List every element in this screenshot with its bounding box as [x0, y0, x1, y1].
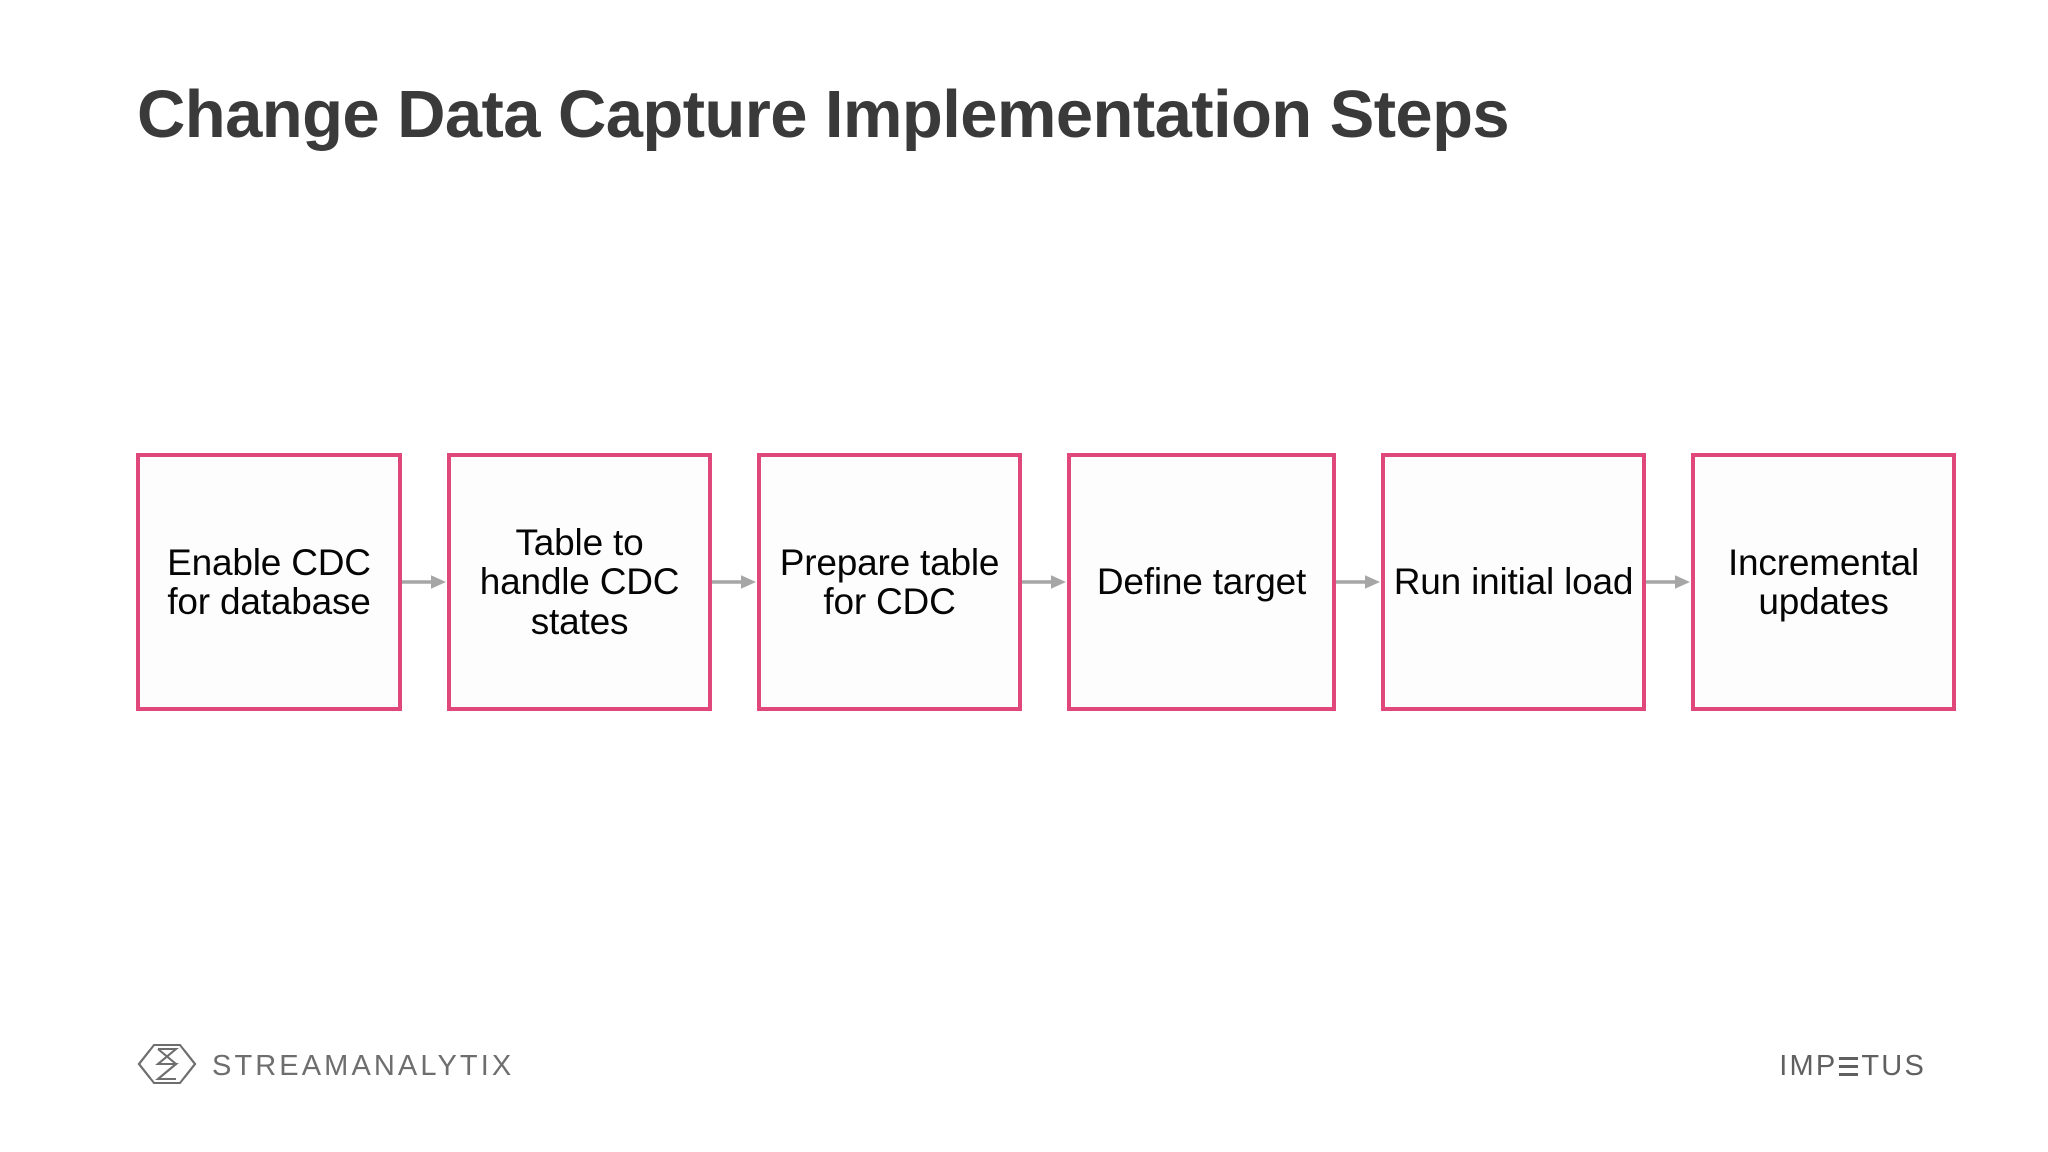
impetus-brand: IMP TUS — [1779, 1050, 1926, 1083]
streamanalytix-brand: STREAMANALYTIX — [136, 1042, 514, 1091]
process-step-box-4[interactable]: Define target — [1067, 453, 1336, 711]
process-step-box-2[interactable]: Table to handle CDC states — [447, 453, 712, 711]
process-step-box-3[interactable]: Prepare table for CDC — [757, 453, 1022, 711]
arrow-right-icon-2 — [712, 453, 757, 711]
process-step-label-6: Incremental updates — [1727, 541, 1920, 622]
arrow-right-icon-1 — [402, 453, 447, 711]
process-step-box-1[interactable]: Enable CDC for database — [136, 453, 402, 711]
impetus-wordmark-after: TUS — [1861, 1050, 1926, 1082]
impetus-wordmark: IMP TUS — [1779, 1050, 1926, 1083]
streamanalytix-hexagon-logo-icon — [136, 1042, 198, 1091]
process-step-box-5[interactable]: Run initial load — [1381, 453, 1646, 711]
streamanalytix-wordmark: STREAMANALYTIX — [212, 1050, 515, 1082]
process-step-label-2: Table to handle CDC states — [479, 522, 680, 642]
impetus-stylized-e-icon — [1839, 1057, 1859, 1076]
impetus-wordmark-before: IMP — [1779, 1050, 1838, 1082]
arrow-right-icon-5 — [1646, 453, 1691, 711]
process-flow-diagram: Enable CDC for database Table to handle … — [136, 453, 1956, 711]
process-step-label-5: Run initial load — [1393, 561, 1634, 603]
process-step-label-1: Enable CDC for database — [167, 541, 371, 622]
process-step-box-6[interactable]: Incremental updates — [1691, 453, 1956, 711]
page-title: Change Data Capture Implementation Steps — [137, 77, 1510, 152]
process-step-label-3: Prepare table for CDC — [779, 541, 1000, 622]
process-step-label-4: Define target — [1096, 561, 1307, 603]
arrow-right-icon-3 — [1022, 453, 1067, 711]
arrow-right-icon-4 — [1336, 453, 1381, 711]
